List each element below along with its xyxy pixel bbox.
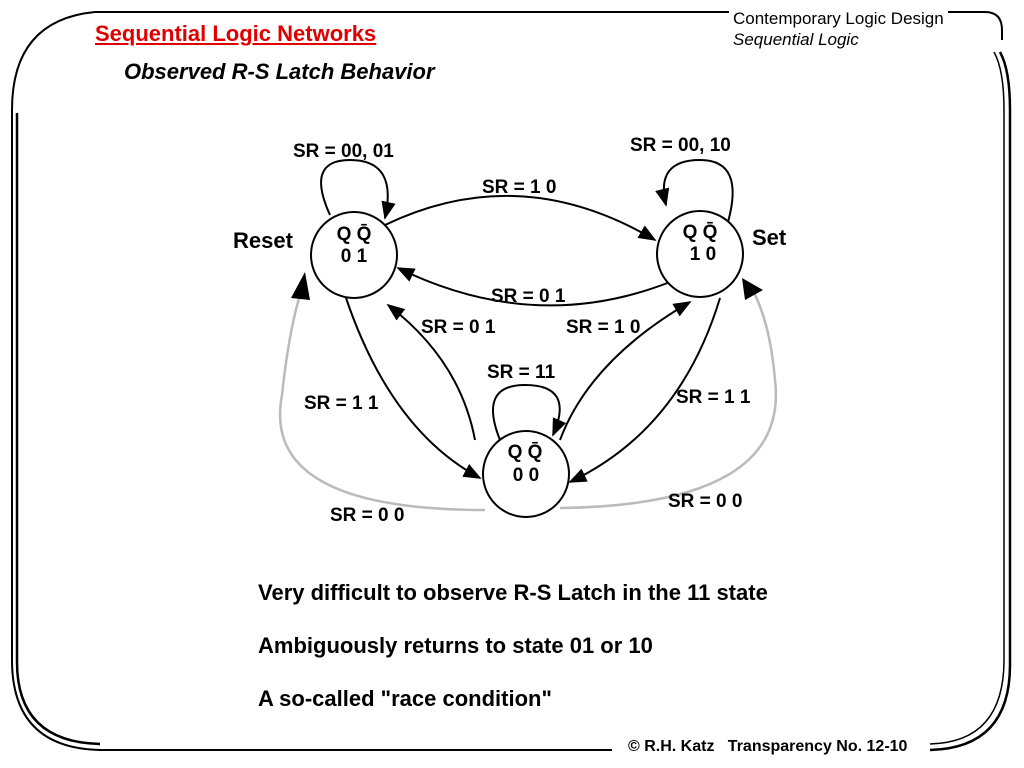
arc-mid-to-reset <box>386 303 476 441</box>
footer-credit: © R.H. Katz Transparency No. 12-10 <box>622 738 914 756</box>
book-title: Contemporary Logic Design <box>733 9 944 28</box>
state-set-q: Q Q̄ <box>683 222 718 243</box>
slide-subtitle: Observed R-S Latch Behavior <box>124 59 435 84</box>
chapter-name: Sequential Logic <box>733 30 859 49</box>
label-mid-to-set: SR = 1 0 <box>566 317 640 338</box>
label-mid-to-reset: SR = 0 1 <box>421 317 496 338</box>
label-reset-to-mid: SR = 1 1 <box>304 393 379 414</box>
arc-reset-to-set <box>384 194 657 241</box>
arc-mid-to-set <box>559 301 692 441</box>
state-mid-q: Q Q̄ <box>508 442 543 463</box>
state-reset <box>310 211 398 299</box>
label-reset-self: SR = 00, 01 <box>293 141 394 162</box>
arc-reset-to-mid <box>344 294 482 479</box>
arc-set-to-mid <box>568 297 721 483</box>
state-set-value: 1 0 <box>690 244 716 265</box>
arrowhead-reset-gray <box>291 272 310 300</box>
header-right: Contemporary Logic Design Sequential Log… <box>729 8 948 50</box>
state-set-name: Set <box>752 225 787 250</box>
loop-set <box>655 158 734 223</box>
label-set-to-mid: SR = 1 1 <box>676 387 751 408</box>
arc-mid-to-reset-gray <box>278 279 486 512</box>
label-set-to-reset: SR = 0 1 <box>491 286 566 307</box>
loop-reset <box>320 158 396 220</box>
loop-mid <box>492 383 567 441</box>
arc-mid-to-set-gray <box>559 284 778 510</box>
arc-set-to-reset <box>396 267 671 307</box>
arrowhead-set-gray <box>742 278 763 300</box>
section-title: Sequential Logic Networks <box>95 21 377 46</box>
label-mid-to-set-gray: SR = 0 0 <box>668 491 742 512</box>
bullet-list: Very difficult to observe R-S Latch in t… <box>258 578 768 737</box>
label-set-self: SR = 00, 10 <box>630 135 731 156</box>
bullet-item: A so-called "race condition" <box>258 686 552 711</box>
state-set <box>656 210 744 298</box>
label-reset-to-set: SR = 1 0 <box>482 177 556 198</box>
bullet-item: Very difficult to observe R-S Latch in t… <box>258 580 768 605</box>
label-mid-self: SR = 11 <box>487 362 556 383</box>
state-reset-q: Q Q̄ <box>337 224 372 245</box>
state-reset-value: 0 1 <box>341 246 368 267</box>
label-mid-to-reset-gray: SR = 0 0 <box>330 505 404 526</box>
state-reset-name: Reset <box>233 228 294 253</box>
state-mid-value: 0 0 <box>513 465 539 486</box>
bullet-item: Ambiguously returns to state 01 or 10 <box>258 633 653 658</box>
state-mid <box>482 430 570 518</box>
